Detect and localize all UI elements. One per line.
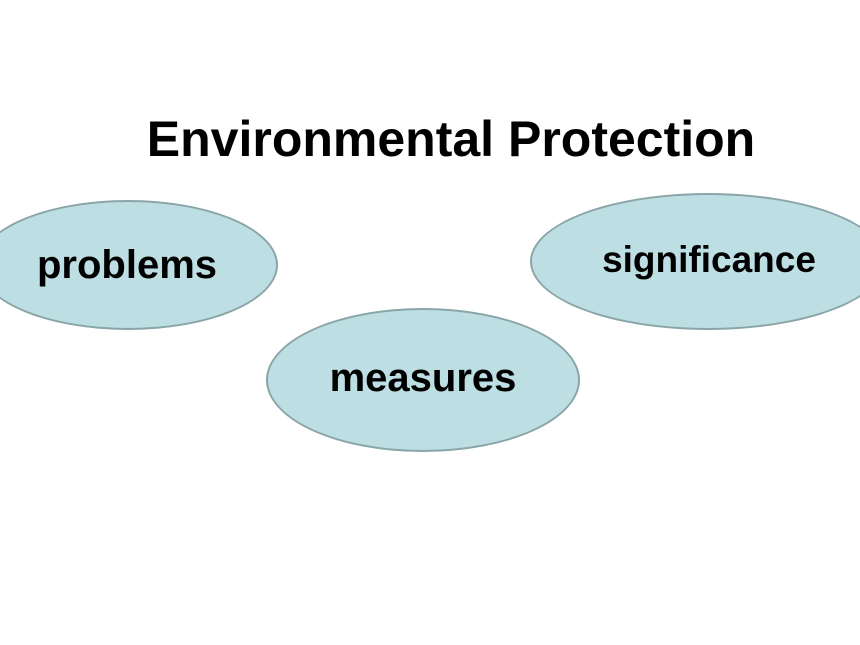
bubble-problems: problems (0, 200, 278, 330)
bubble-label-problems: problems (36, 242, 218, 287)
slide-title: Environmental Protection (146, 111, 756, 167)
bubble-label-significance: significance (602, 238, 816, 280)
bubble-label-measures: measures (329, 355, 517, 400)
bubble-measures: measures (266, 308, 580, 452)
bubble-significance: significance (530, 193, 860, 330)
